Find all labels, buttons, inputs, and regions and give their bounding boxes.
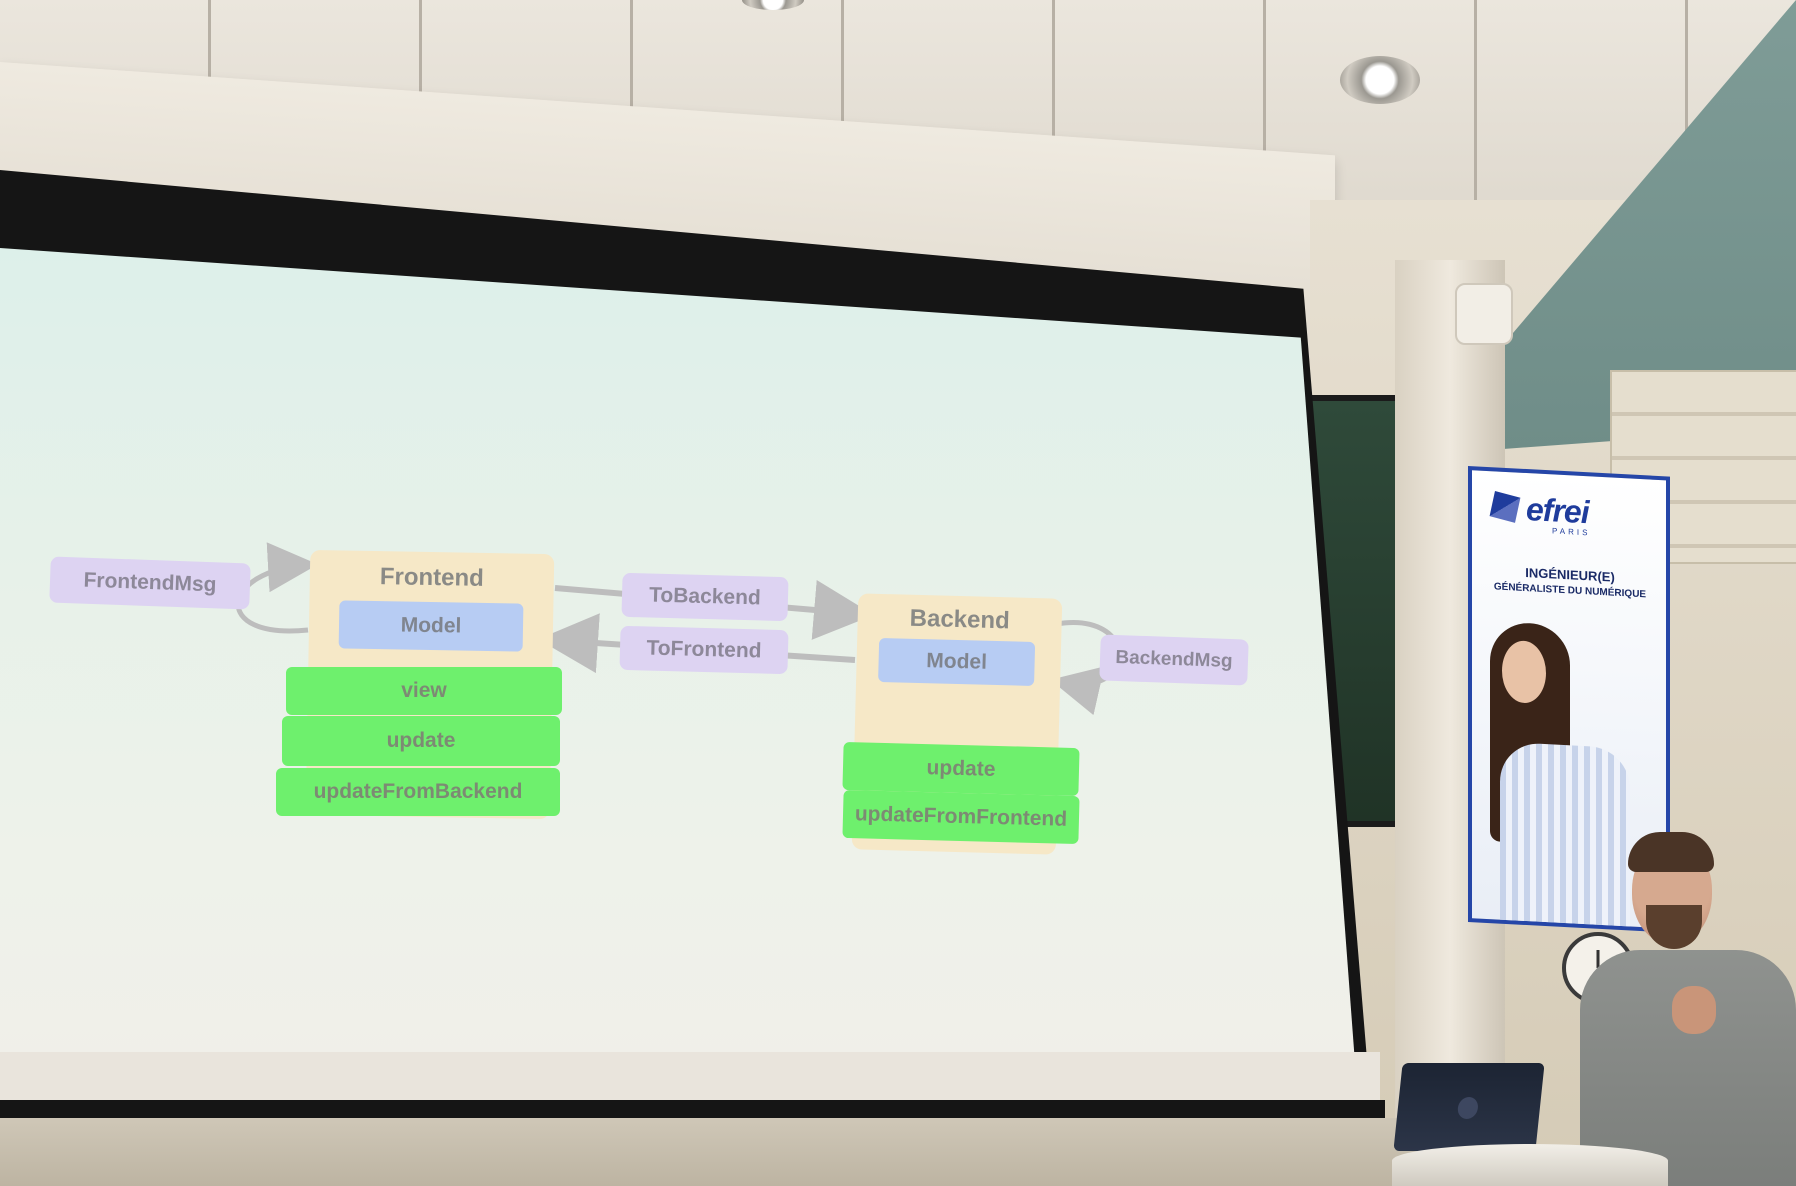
- poster-brand: efrei: [1526, 491, 1589, 531]
- screen-bottom-edge: [0, 1100, 1385, 1118]
- apple-logo-icon: [1457, 1097, 1479, 1119]
- backend-msg-box: BackendMsg: [1099, 634, 1249, 685]
- screen-bottom-band: [0, 1052, 1380, 1102]
- laptop: [1393, 1063, 1544, 1151]
- backend-update-box: update: [842, 742, 1079, 796]
- frontend-model-box: Model: [339, 600, 524, 651]
- poster-brand-sub: PARIS: [1552, 526, 1590, 537]
- frontend-update-from-backend-box: updateFromBackend: [276, 768, 560, 816]
- frontend-view-box: view: [286, 667, 562, 715]
- lower-wall: [0, 1118, 1420, 1186]
- backend-update-from-frontend-box: updateFromFrontend: [842, 790, 1079, 844]
- backend-model-box: Model: [878, 638, 1035, 686]
- presenter-hand: [1672, 986, 1716, 1034]
- frontend-title: Frontend: [310, 562, 554, 594]
- cube-icon: [1490, 491, 1521, 523]
- poster-person-shirt: [1500, 742, 1630, 933]
- presenter-hair: [1628, 832, 1714, 872]
- to-frontend-box: ToFrontend: [619, 626, 788, 674]
- backend-title: Backend: [857, 603, 1062, 636]
- efrei-logo: efrei PARIS: [1492, 489, 1632, 536]
- lectern: [1392, 1144, 1668, 1186]
- poster-heading: INGÉNIEUR(E) GÉNÉRALISTE DU NUMÉRIQUE: [1482, 563, 1658, 604]
- to-backend-box: ToBackend: [621, 573, 788, 621]
- architecture-diagram: FrontendMsg Frontend Model view update u…: [50, 540, 1260, 880]
- frontend-update-box: update: [282, 716, 560, 766]
- smoke-detector: [1455, 283, 1513, 345]
- frontend-msg-box: FrontendMsg: [49, 557, 250, 610]
- ceiling-light: [1340, 56, 1420, 104]
